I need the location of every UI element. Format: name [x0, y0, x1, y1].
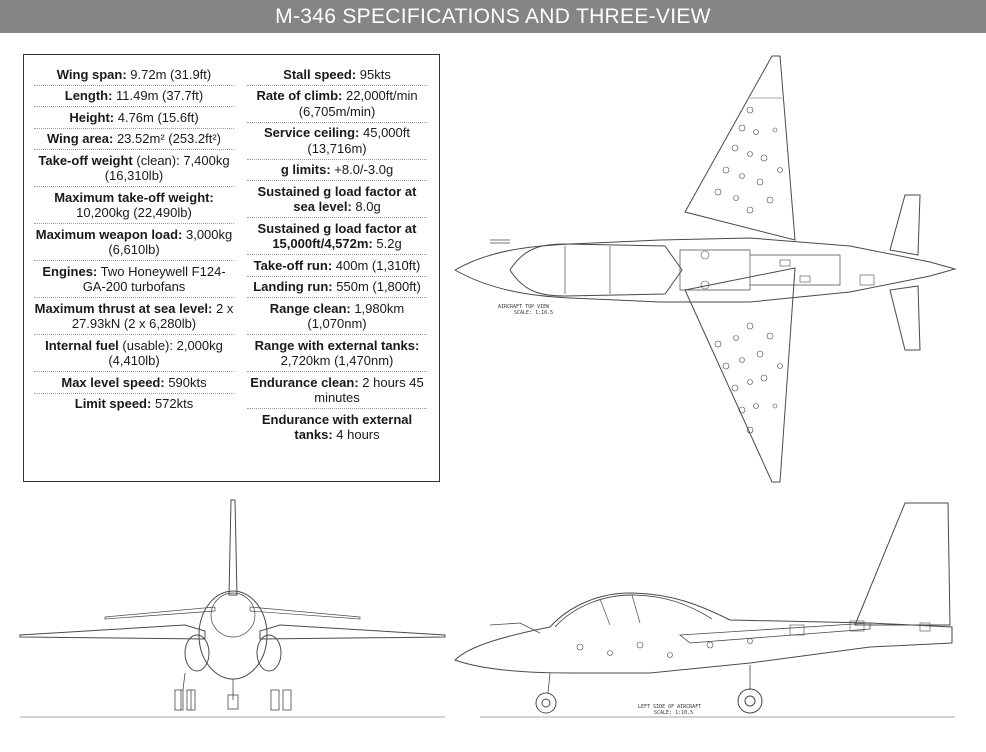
spec-row: Landing run: 550m (1,800ft) — [247, 277, 427, 298]
side-fuselage — [454, 592, 953, 674]
spec-label: Endurance with external tanks: — [261, 411, 413, 443]
spec-label: Length: — [64, 88, 113, 103]
top-view-caption: AIRCRAFT TOP VIEW — [498, 304, 550, 310]
spec-value: 1,980km (1,070nm) — [307, 300, 405, 332]
spec-row: Service ceiling: 45,000ft (13,716m) — [247, 123, 427, 160]
spec-row: Stall speed: 95kts — [247, 64, 427, 86]
spec-row: Endurance with external tanks: 4 hours — [247, 409, 427, 445]
spec-value: (clean): 7,400kg (16,310lb) — [104, 152, 230, 184]
spec-value: 400m (1,310ft) — [332, 257, 421, 273]
right-wing — [259, 624, 446, 640]
spec-label: Take-off weight — [38, 152, 133, 168]
spec-label: Take-off run: — [253, 257, 333, 273]
spec-label: Landing run: — [253, 279, 333, 294]
spec-row: Range with external tanks: 2,720km (1,47… — [247, 335, 427, 372]
top-view-scale: SCALE: 1:10.5 — [514, 310, 553, 316]
spec-label: Rate of climb: — [256, 88, 343, 103]
specs-left-column: Wing span: 9.72m (31.9ft) Length: 11.49m… — [34, 64, 234, 414]
spec-row: g limits: +8.0/-3.0g — [247, 160, 427, 181]
spec-label: Range with external tanks: — [254, 337, 420, 353]
spec-row: Wing span: 9.72m (31.9ft) — [34, 64, 234, 86]
spec-value: 4.76m (15.6ft) — [114, 109, 199, 125]
title-bar: M-346 SPECIFICATIONS AND THREE-VIEW — [0, 0, 986, 33]
front-view-drawing — [15, 495, 450, 725]
spec-value: 572kts — [151, 396, 194, 411]
side-fin — [854, 502, 951, 626]
spec-row: Endurance clean: 2 hours 45 minutes — [247, 372, 427, 409]
spec-value: 45,000ft (13,716m) — [307, 125, 410, 156]
nose-wheel — [535, 692, 557, 714]
spec-value: 23.52m² (253.2ft²) — [113, 131, 221, 146]
spec-value: (usable): 2,000kg (4,410lb) — [108, 337, 223, 369]
spec-label: Range clean: — [269, 300, 351, 316]
left-wing — [19, 624, 206, 640]
spec-row: Limit speed: 572kts — [34, 394, 234, 415]
spec-value: 4 hours — [332, 427, 380, 442]
spec-label: Max level speed: — [61, 374, 165, 390]
spec-row: Engines: Two Honeywell F124-GA-200 turbo… — [34, 261, 234, 298]
spec-label: Maximum thrust at sea level: — [34, 300, 213, 316]
spec-value: 2,720km (1,470nm) — [280, 353, 394, 368]
side-view-scale: SCALE: 1:10.5 — [654, 710, 693, 716]
spec-label: g limits: — [280, 162, 331, 177]
specifications-table: Wing span: 9.72m (31.9ft) Length: 11.49m… — [23, 54, 440, 482]
spec-value: 11.49m (37.7ft) — [112, 88, 204, 103]
side-view-caption: LEFT SIDE OF AIRCRAFT — [638, 704, 701, 710]
spec-row: Length: 11.49m (37.7ft) — [34, 86, 234, 107]
spec-label: Service ceiling: — [264, 125, 360, 140]
spec-label: Endurance clean: — [250, 374, 359, 390]
page-title: M-346 SPECIFICATIONS AND THREE-VIEW — [275, 5, 711, 28]
spec-label: Wing span: — [56, 66, 127, 82]
top-view-drawing: AIRCRAFT TOP VIEW SCALE: 1:10.5 — [450, 50, 965, 490]
canopy-front — [210, 592, 256, 638]
spec-value: 3,000kg (6,610lb) — [108, 226, 233, 258]
spec-label: Internal fuel — [45, 337, 119, 353]
vertical-fin — [228, 499, 238, 596]
spec-value: 10,200kg (22,490lb) — [76, 205, 192, 220]
spec-value: 2 hours 45 minutes — [314, 374, 424, 406]
spec-value: 550m (1,800ft) — [332, 279, 421, 294]
spec-value: 5.2g — [372, 236, 402, 251]
spec-value: 95kts — [356, 66, 391, 82]
main-wheel — [737, 688, 763, 714]
specs-right-column: Stall speed: 95kts Rate of climb: 22,000… — [247, 64, 427, 445]
spec-label: Height: — [69, 109, 115, 125]
spec-row: Height: 4.76m (15.6ft) — [34, 107, 234, 129]
spec-label: Maximum take-off weight: — [54, 189, 214, 205]
spec-row: Range clean: 1,980km (1,070nm) — [247, 298, 427, 335]
spec-row: Sustained g load factor at 15,000ft/4,57… — [247, 218, 427, 255]
spec-row: Maximum thrust at sea level: 2 x 27.93kN… — [34, 298, 234, 335]
spec-label: Stall speed: — [283, 66, 357, 82]
side-view-drawing: LEFT SIDE OF AIRCRAFT SCALE: 1:10.5 — [450, 495, 960, 725]
spec-value: 590kts — [164, 374, 207, 390]
spec-value: +8.0/-3.0g — [330, 162, 394, 177]
spec-row: Rate of climb: 22,000ft/min (6,705m/min) — [247, 86, 427, 123]
spec-row: Sustained g load factor at sea level: 8.… — [247, 181, 427, 218]
spec-value: 2 x 27.93kN (2 x 6,280lb) — [71, 300, 234, 332]
lower-tailplane — [889, 285, 921, 351]
spec-label: Sustained g load factor at sea level: — [257, 183, 417, 215]
spec-row: Max level speed: 590kts — [34, 372, 234, 394]
spec-value: 9.72m (31.9ft) — [126, 66, 212, 82]
lower-wing-outline — [684, 267, 796, 483]
spec-value: 22,000ft/min (6,705m/min) — [298, 88, 418, 119]
spec-label: Engines: — [42, 263, 98, 279]
fuselage-outline — [453, 237, 957, 303]
spec-row: Maximum weapon load: 3,000kg (6,610lb) — [34, 224, 234, 261]
spec-label: Wing area: — [47, 131, 114, 146]
spec-row: Take-off run: 400m (1,310ft) — [247, 255, 427, 277]
spec-row: Internal fuel (usable): 2,000kg (4,410lb… — [34, 335, 234, 372]
fuselage-front — [198, 590, 268, 680]
spec-label: Sustained g load factor at 15,000ft/4,57… — [257, 220, 417, 252]
upper-wing-outline — [684, 55, 796, 241]
canopy-outline — [509, 243, 683, 297]
spec-value: Two Honeywell F124-GA-200 turbofans — [82, 263, 226, 295]
upper-tailplane — [889, 194, 921, 256]
spec-label: Limit speed: — [74, 396, 152, 411]
spec-row: Wing area: 23.52m² (253.2ft²) — [34, 129, 234, 150]
spec-label: Maximum weapon load: — [35, 226, 183, 242]
spec-value: 8.0g — [351, 199, 381, 214]
spec-row: Maximum take-off weight: 10,200kg (22,49… — [34, 187, 234, 224]
spec-row: Take-off weight (clean): 7,400kg (16,310… — [34, 150, 234, 187]
